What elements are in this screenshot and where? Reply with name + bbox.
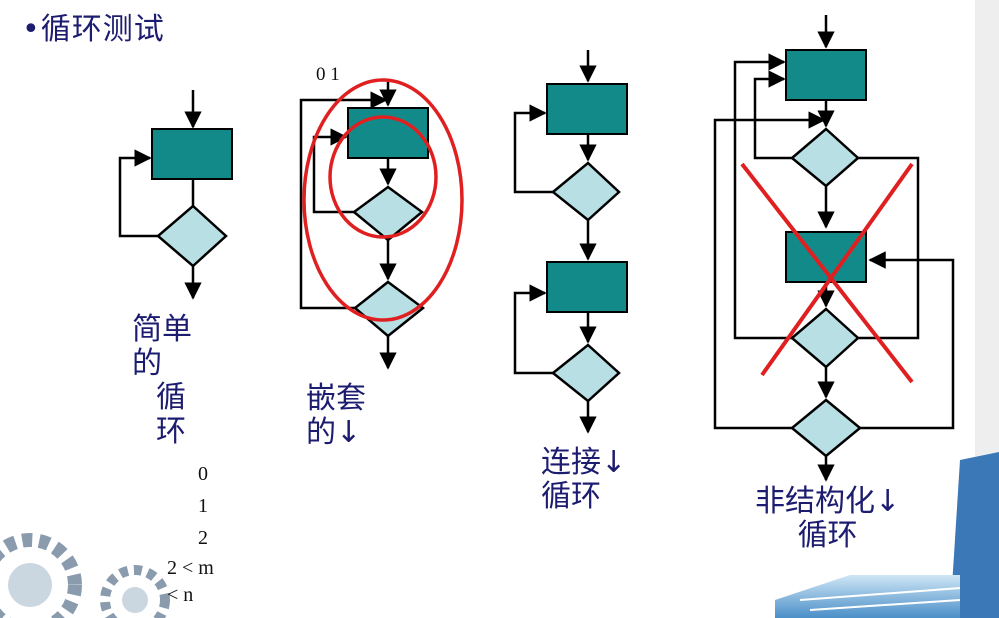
decision-diamond	[790, 398, 862, 458]
inner-loop-highlight	[328, 115, 438, 239]
concatenated-loop-label: 连接↓ 循环	[541, 446, 626, 514]
test-value: 2 < m	[167, 557, 214, 579]
decision-diamond	[551, 161, 621, 222]
simple-loop-label: 简单 的 循 环	[132, 313, 192, 449]
process-box	[785, 49, 867, 101]
decision-diamond	[790, 127, 860, 188]
process-box	[151, 128, 233, 180]
test-value: 2	[198, 527, 208, 549]
nested-top-label: 0 1	[316, 64, 340, 85]
label-line: 连接↓	[541, 445, 627, 480]
cross-out-mark	[760, 162, 914, 377]
label-line: 环	[156, 414, 186, 449]
label-line: 的↓	[306, 415, 362, 450]
decision-diamond	[550, 343, 621, 403]
label-line: 简单	[132, 312, 192, 347]
test-value: < n	[167, 584, 194, 606]
label-line: 的	[132, 346, 162, 381]
label-line: 循环	[797, 518, 858, 553]
building-decoration-icon	[775, 452, 999, 618]
label-line: 循环	[541, 479, 601, 514]
simple-loop-diagram	[118, 90, 233, 300]
process-box	[546, 261, 628, 313]
test-value: 0	[198, 463, 208, 485]
process-box	[546, 83, 628, 135]
decision-diamond	[156, 204, 228, 268]
unstructured-loop-diagram	[713, 15, 955, 482]
cross-out-mark	[740, 162, 914, 384]
label-line: 非结构化↓	[755, 484, 901, 519]
concatenated-loop-diagram	[513, 50, 628, 434]
label-line: 循	[156, 380, 186, 415]
nested-loop-diagram	[299, 78, 464, 370]
label-line: 嵌套	[306, 381, 366, 416]
page-title: •循环测试	[22, 12, 165, 47]
test-value: 1	[198, 495, 208, 517]
outer-decision-diamond	[353, 280, 426, 338]
nested-loop-label: 嵌套 的↓	[306, 382, 366, 450]
unstructured-loop-label: 非结构化↓ 循环	[755, 485, 900, 553]
gear-decoration-icon	[0, 533, 170, 618]
outer-loop-highlight	[302, 78, 464, 322]
